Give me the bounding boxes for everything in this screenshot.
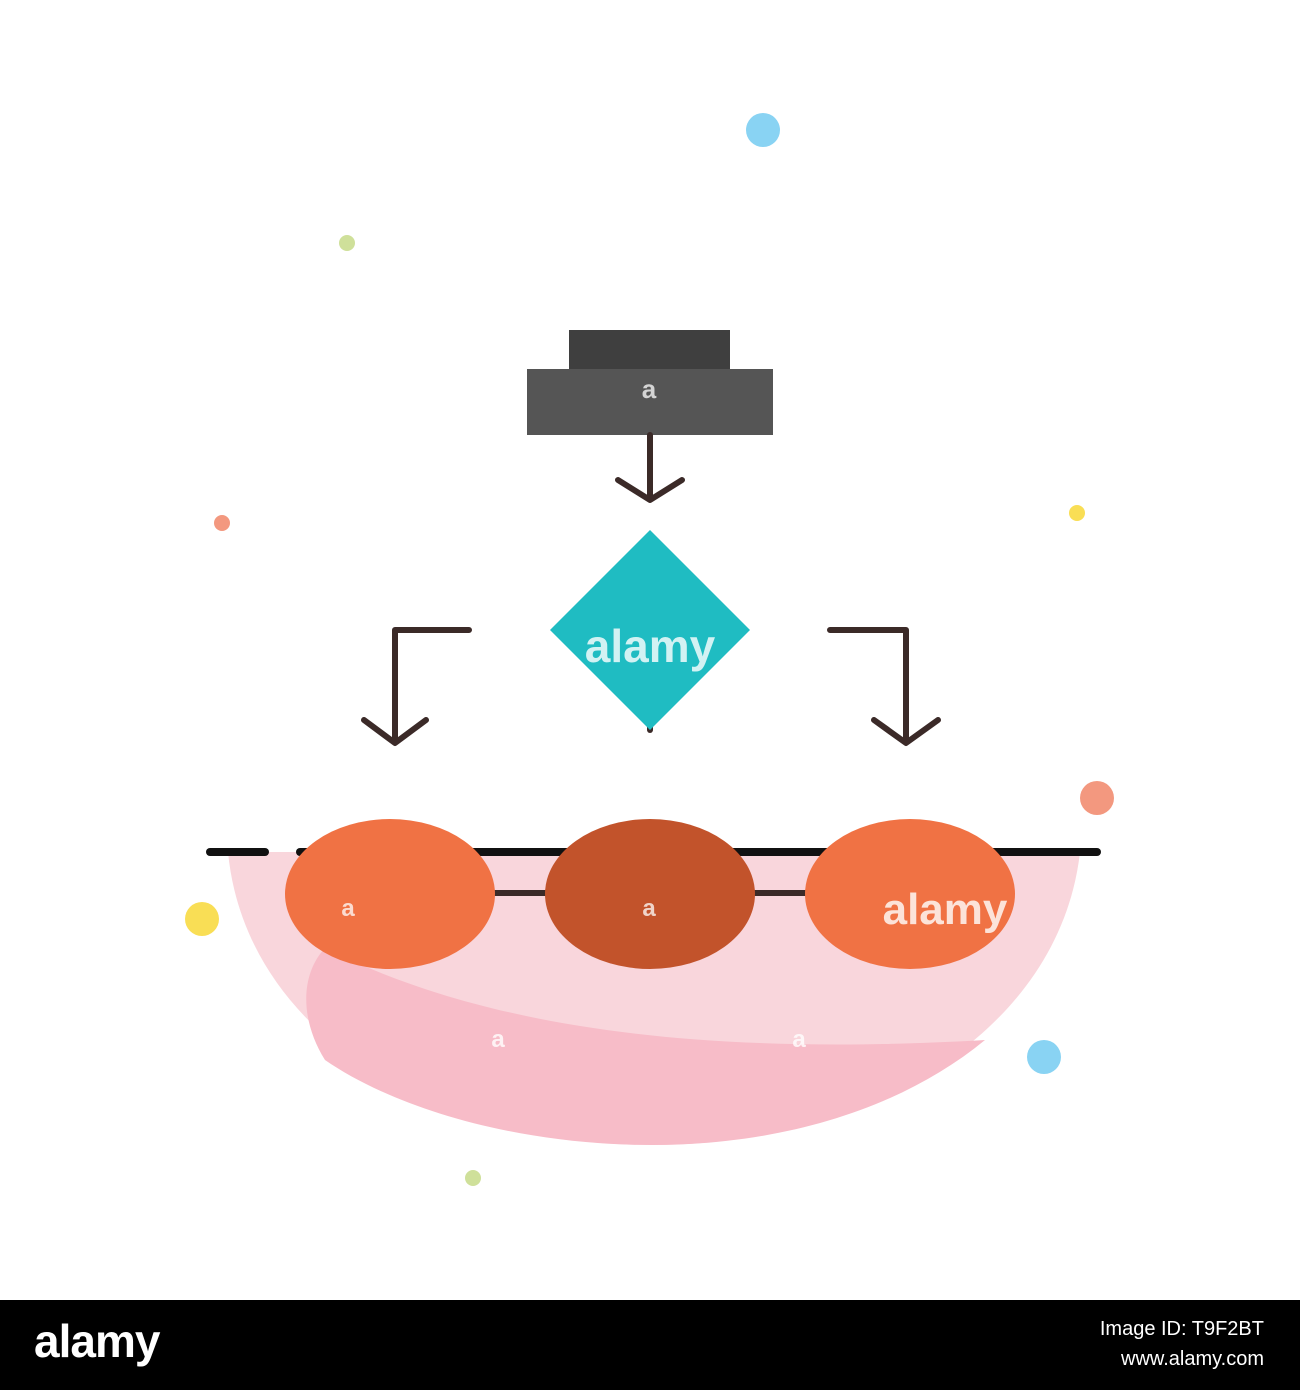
decorative-dot-icon bbox=[214, 515, 230, 531]
arrow-down-icon bbox=[827, 627, 941, 746]
stock-footer-bar: alamy Image ID: T9F2BT www.alamy.com bbox=[0, 1300, 1300, 1390]
watermark-brand: alamy bbox=[883, 885, 1008, 934]
footer-logo: alamy bbox=[34, 1315, 160, 1367]
watermark-mark: a bbox=[341, 895, 355, 922]
watermark-brand: alamy bbox=[585, 620, 716, 672]
decorative-dot-icon bbox=[339, 235, 355, 251]
watermark-mark: a bbox=[491, 1026, 505, 1053]
decorative-dot-icon bbox=[746, 113, 780, 147]
watermark-mark: a bbox=[792, 1026, 806, 1053]
decorative-dots bbox=[185, 113, 1114, 1186]
decorative-dot-icon bbox=[465, 1170, 481, 1186]
image-id-label: Image ID: T9F2BT bbox=[1099, 1318, 1264, 1340]
process-ellipse-icon bbox=[805, 819, 1015, 969]
flowchart-start-box-icon bbox=[527, 330, 773, 435]
arrow-down-icon bbox=[361, 627, 472, 746]
decorative-dot-icon bbox=[1027, 1040, 1061, 1074]
process-ellipse-icon bbox=[545, 819, 755, 969]
footer-meta: Image ID: T9F2BT www.alamy.com bbox=[1100, 1314, 1264, 1374]
watermarks: a alamy a a alamy a a bbox=[341, 374, 1008, 1053]
arrow-down-icon bbox=[615, 432, 685, 503]
decorative-dot-icon bbox=[1080, 781, 1114, 815]
watermark-mark: a bbox=[642, 895, 656, 922]
watermark-mark: a bbox=[642, 374, 657, 404]
decision-diamond-icon bbox=[550, 530, 750, 730]
decorative-dot-icon bbox=[1069, 505, 1085, 521]
process-ellipse-icon bbox=[285, 819, 495, 969]
decorative-dot-icon bbox=[185, 902, 219, 936]
flowchart-illustration: a alamy a a alamy a a bbox=[185, 113, 1114, 1186]
site-url: www.alamy.com bbox=[1121, 1348, 1264, 1370]
